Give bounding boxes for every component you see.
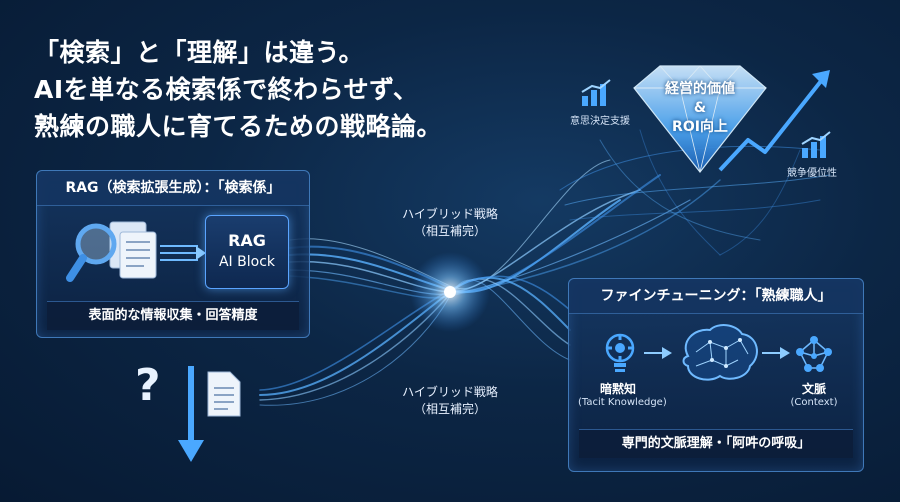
- diamond-label: 経営的価値 & ROI向上: [650, 80, 750, 137]
- document-icon: [207, 371, 241, 417]
- diamond-gem: [633, 65, 767, 173]
- headline: 「検索」と「理解」は違う。 AIを単なる検索係で終わらせず、 熟練の職人に育てる…: [34, 34, 442, 145]
- context-label: 文脈 (Context): [774, 380, 854, 408]
- hybrid-bottom-line-1: ハイブリッド戦略: [402, 385, 498, 399]
- context-title: 文脈: [801, 382, 826, 396]
- rag-block-subtitle: AI Block: [218, 254, 276, 270]
- tacit-subtitle: (Tacit Knowledge): [578, 397, 667, 408]
- tacit-knowledge-label: 暗黙知 (Tacit Knowledge): [578, 380, 667, 408]
- bar-chart-icon: [801, 131, 831, 158]
- arrow-right-icon: [762, 347, 790, 359]
- search-document-icon: [66, 221, 157, 282]
- fine-tuning-panel-footer: 専門的文脈理解・「阿吽の呼吸」: [579, 429, 853, 458]
- competitive-advantage-label: 競争優位性: [787, 168, 837, 179]
- decision-support-label: 意思決定支援: [570, 116, 630, 127]
- headline-line-2: AIを単なる検索係で終わらせず、: [34, 75, 419, 104]
- arrow-right-icon: [644, 347, 672, 359]
- network-icon: [796, 336, 832, 372]
- hybrid-label-top: ハイブリッド戦略 （相互補完）: [380, 205, 520, 239]
- tacit-title: 暗黙知: [599, 382, 636, 396]
- rag-block-title: RAG: [228, 231, 266, 250]
- rag-ai-block: RAG AI Block: [205, 215, 289, 289]
- diamond-line-3: ROI向上: [672, 119, 728, 135]
- headline-line-1: 「検索」と「理解」は違う。: [34, 38, 365, 67]
- rag-input-arrows: [160, 245, 206, 261]
- hybrid-bottom-line-2: （相互補完）: [413, 402, 486, 416]
- rag-panel-footer: 表面的な情報収集・回答精度: [47, 301, 299, 330]
- question-mark-icon: ?: [135, 360, 161, 411]
- context-subtitle: (Context): [790, 397, 838, 408]
- lightbulb-gear-icon: [605, 333, 635, 372]
- fine-tuning-panel-title: ファインチューニング：「熟練職人」: [569, 279, 863, 314]
- diamond-line-2: &: [693, 100, 707, 116]
- brain-icon: [682, 324, 758, 381]
- down-arrow-icon: [178, 366, 204, 462]
- hybrid-top-line-2: （相互補完）: [413, 224, 486, 238]
- hybrid-top-line-1: ハイブリッド戦略: [402, 207, 498, 221]
- fine-tuning-panel: ファインチューニング：「熟練職人」 専門的文脈理解・「阿吽の呼吸」: [568, 278, 864, 472]
- diamond-line-1: 経営的価値: [665, 81, 735, 97]
- bar-chart-up-icon: [581, 79, 611, 106]
- rag-panel-title: RAG（検索拡張生成）：「検索係」: [37, 171, 309, 206]
- hybrid-label-bottom: ハイブリッド戦略 （相互補完）: [380, 383, 520, 417]
- headline-line-3: 熟練の職人に育てるための戦略論。: [34, 112, 443, 141]
